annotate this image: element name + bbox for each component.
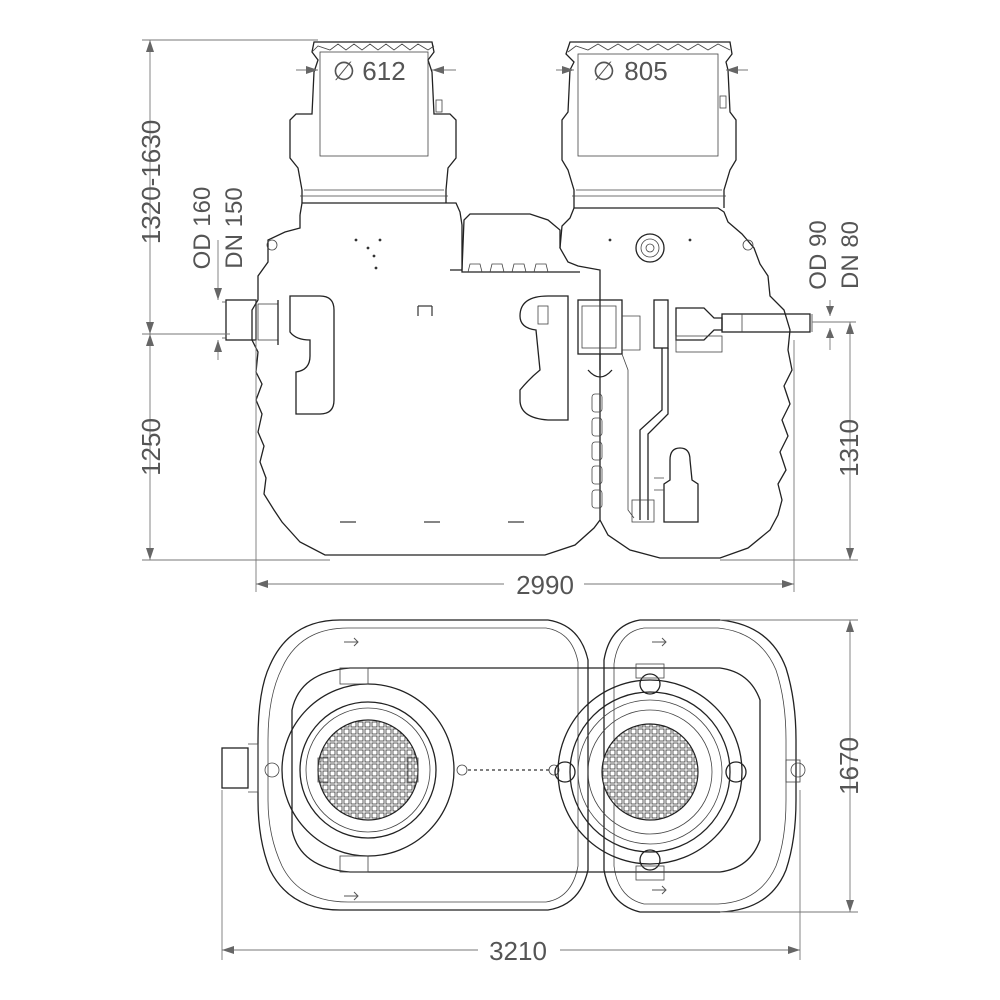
dim-outlet-od: OD 90 bbox=[805, 220, 832, 289]
tank-bridge-ribs bbox=[467, 263, 549, 273]
dim-inlet-od: OD 160 bbox=[189, 187, 216, 270]
dim-side-length: 2990 bbox=[516, 570, 574, 600]
right-lifting-lug bbox=[742, 239, 754, 251]
top-right-tank bbox=[603, 619, 797, 913]
pump-assembly bbox=[577, 299, 813, 523]
dim-height-lower: 1250 bbox=[136, 418, 166, 476]
tank-markings bbox=[354, 238, 692, 270]
dim-cover-right-symbol: ∅ bbox=[593, 56, 616, 86]
top-left-tank bbox=[257, 619, 589, 911]
left-lifting-lug bbox=[266, 239, 278, 251]
dim-cover-left-symbol: ∅ bbox=[333, 56, 356, 86]
flow-arrows bbox=[344, 637, 667, 901]
vent-cap bbox=[635, 233, 665, 263]
dim-cover-left: 612 bbox=[362, 56, 405, 86]
dim-top-width: 1670 bbox=[834, 737, 864, 795]
dim-height-upper: 1320-1630 bbox=[136, 120, 166, 244]
top-view bbox=[221, 619, 806, 913]
right-manhole-cover bbox=[554, 663, 747, 881]
right-tank-body bbox=[559, 207, 793, 559]
left-riser bbox=[289, 41, 457, 203]
water-level-lines bbox=[340, 305, 524, 523]
dim-right-height: 1310 bbox=[834, 419, 864, 477]
side-view-dimensions: 1320-1630 1250 OD 160 DN 150 ∅ 612 ∅ 805… bbox=[136, 39, 864, 600]
dim-inlet-dn: DN 150 bbox=[221, 187, 248, 268]
side-view bbox=[222, 41, 813, 559]
left-tank-top bbox=[299, 202, 580, 273]
right-riser bbox=[561, 41, 737, 208]
middle-baffle bbox=[519, 295, 569, 421]
partition-openings bbox=[591, 393, 603, 509]
left-manhole-cover bbox=[281, 667, 455, 873]
dim-outlet-dn: DN 80 bbox=[837, 221, 864, 289]
top-view-dimensions: 1670 3210 bbox=[221, 619, 864, 966]
dim-cover-right: 805 bbox=[624, 56, 667, 86]
left-tank-body bbox=[251, 213, 601, 556]
dim-top-length: 3210 bbox=[489, 936, 547, 966]
inlet-pipe bbox=[222, 295, 335, 415]
